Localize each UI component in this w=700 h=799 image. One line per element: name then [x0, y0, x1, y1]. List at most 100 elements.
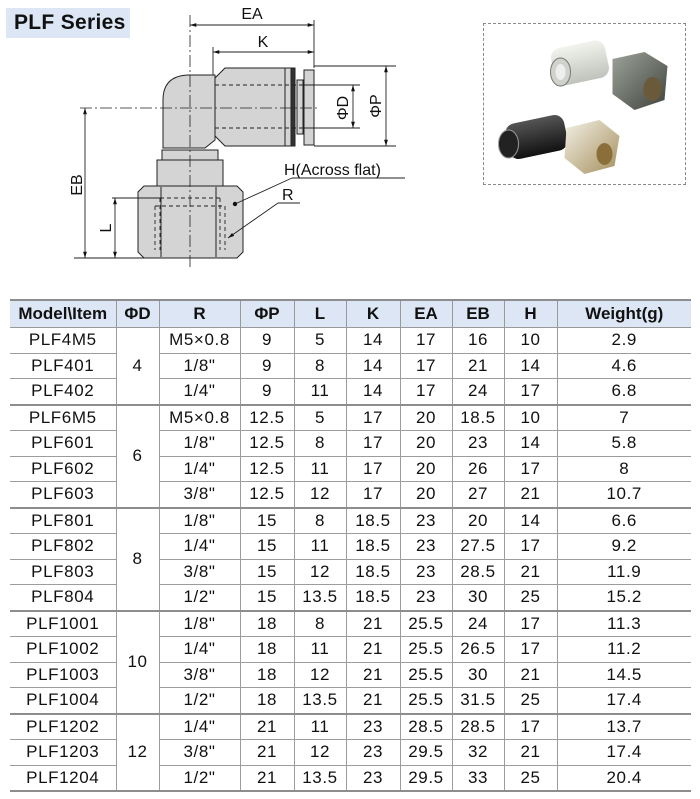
cell-r: 3/8" [158, 558, 241, 585]
cell-l: 11 [293, 533, 347, 560]
technical-drawing: EA K ΦD ΦP EB L H(Across flat) R [60, 0, 420, 270]
cell-r: M5×0.8 [158, 404, 241, 431]
cell-model: PLF1003 [10, 661, 117, 688]
product-photo [483, 23, 686, 185]
header-p: ΦP [239, 299, 295, 328]
cell-p: 18 [239, 636, 295, 663]
cell-h: 25 [503, 687, 558, 715]
cell-model: PLF603 [10, 481, 117, 509]
cell-p: 21 [239, 739, 295, 766]
cell-ea: 20 [399, 430, 453, 457]
cell-h: 14 [503, 430, 558, 457]
cell-k: 18.5 [345, 533, 401, 560]
table-header-row: Model\Item ΦD R ΦP L K EA EB H Weight(g) [10, 299, 691, 328]
cell-h: 25 [503, 584, 558, 612]
cell-k: 14 [345, 378, 401, 406]
cell-h: 17 [503, 713, 558, 740]
cell-p: 12.5 [239, 430, 295, 457]
cell-p: 15 [239, 533, 295, 560]
cell-k: 18.5 [345, 584, 401, 612]
cell-model: PLF1004 [10, 687, 117, 715]
cell-model: PLF402 [10, 378, 117, 406]
header-l: L [293, 299, 347, 328]
cell-d: 8 [115, 507, 160, 612]
dim-label-d: ΦD [335, 96, 352, 120]
cell-eb: 28.5 [451, 558, 505, 585]
cell-ea: 20 [399, 455, 453, 482]
dim-label-ea: EA [241, 6, 263, 23]
cell-r: 3/8" [158, 481, 241, 509]
cell-model: PLF4M5 [10, 327, 117, 354]
cell-l: 13.5 [293, 584, 347, 612]
cell-h: 25 [503, 764, 558, 792]
cell-ea: 25.5 [399, 636, 453, 663]
cell-l: 12 [293, 661, 347, 688]
cell-l: 11 [293, 455, 347, 482]
cell-model: PLF401 [10, 352, 117, 379]
cell-k: 21 [345, 661, 401, 688]
cell-ea: 17 [399, 378, 453, 406]
cell-l: 5 [293, 404, 347, 431]
cell-h: 17 [503, 636, 558, 663]
cell-r: 1/8" [158, 352, 241, 379]
cell-l: 11 [293, 636, 347, 663]
cell-weight: 10.7 [556, 481, 691, 509]
cell-weight: 11.9 [556, 558, 691, 585]
cell-model: PLF1203 [10, 739, 117, 766]
cell-weight: 8 [556, 455, 691, 482]
cell-d: 6 [115, 404, 160, 509]
cell-model: PLF1204 [10, 764, 117, 792]
cell-l: 13.5 [293, 764, 347, 792]
cell-ea: 25.5 [399, 661, 453, 688]
cell-p: 9 [239, 327, 295, 354]
dimension-lines [74, 20, 405, 259]
black-elbow-fitting [498, 115, 620, 174]
cell-h: 14 [503, 352, 558, 379]
cell-l: 12 [293, 558, 347, 585]
cell-weight: 11.2 [556, 636, 691, 663]
series-title: PLF Series [6, 8, 130, 38]
cell-eb: 33 [451, 764, 505, 792]
cell-ea: 28.5 [399, 713, 453, 740]
cell-r: 1/4" [158, 713, 241, 740]
cell-weight: 4.6 [556, 352, 691, 379]
cell-model: PLF802 [10, 533, 117, 560]
cell-r: 3/8" [158, 661, 241, 688]
cell-d: 10 [115, 610, 160, 715]
cell-weight: 17.4 [556, 739, 691, 766]
cell-eb: 16 [451, 327, 505, 354]
cell-h: 17 [503, 455, 558, 482]
cell-model: PLF601 [10, 430, 117, 457]
cell-k: 17 [345, 404, 401, 431]
cell-k: 18.5 [345, 558, 401, 585]
cell-eb: 27 [451, 481, 505, 509]
cell-p: 15 [239, 584, 295, 612]
cell-p: 9 [239, 378, 295, 406]
cell-r: 1/4" [158, 533, 241, 560]
header-eb: EB [451, 299, 505, 328]
cell-r: 1/2" [158, 764, 241, 792]
cell-weight: 7 [556, 404, 691, 431]
cell-eb: 18.5 [451, 404, 505, 431]
cell-eb: 23 [451, 430, 505, 457]
cell-ea: 23 [399, 507, 453, 534]
cell-r: 3/8" [158, 739, 241, 766]
cell-ea: 20 [399, 404, 453, 431]
cell-k: 17 [345, 481, 401, 509]
cell-r: 1/8" [158, 507, 241, 534]
dim-label-r: R [282, 187, 294, 204]
header-d: ΦD [115, 299, 160, 328]
cell-l: 13.5 [293, 687, 347, 715]
cell-weight: 6.8 [556, 378, 691, 406]
